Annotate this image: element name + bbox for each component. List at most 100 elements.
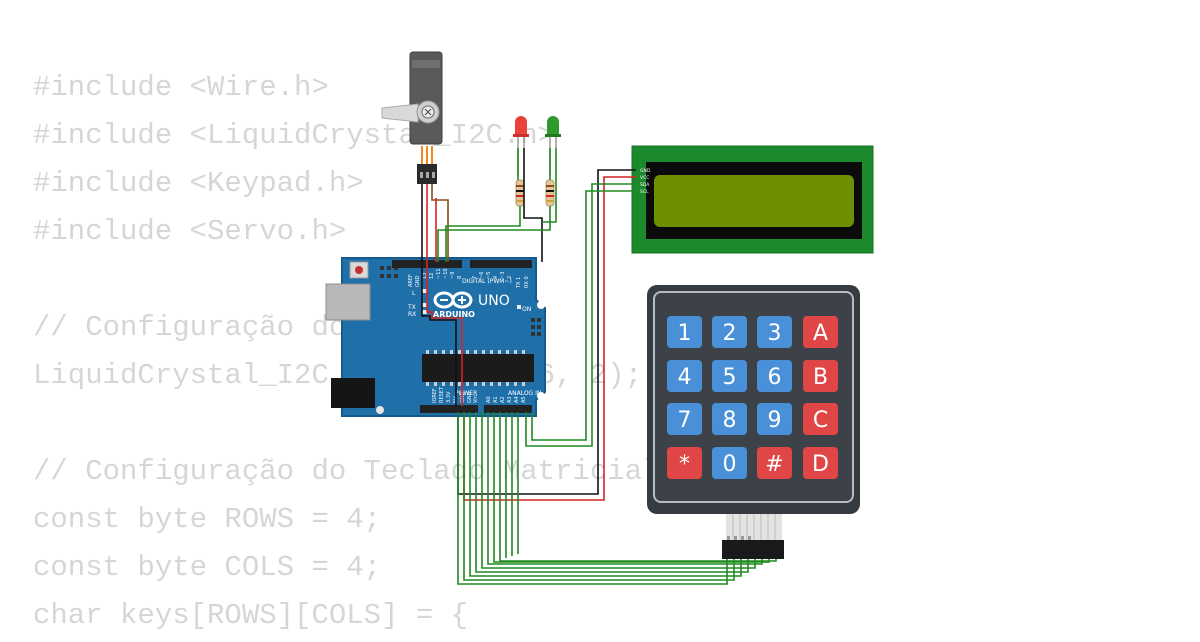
atmega-chip — [422, 354, 534, 382]
code-line: const byte ROWS = 4; — [33, 503, 382, 536]
digital-pin-label: TX 1 — [516, 277, 522, 289]
resistor-red-led — [515, 179, 525, 207]
keypad-key-2[interactable]: 2 — [712, 316, 747, 348]
green-led[interactable] — [545, 116, 561, 176]
servo-horn — [381, 103, 419, 123]
key-label: 2 — [723, 321, 737, 346]
lcd-pin-label-sda: SDA — [640, 182, 650, 188]
key-label: 9 — [768, 408, 782, 433]
3v3-pin-label: 3.3V — [446, 391, 452, 403]
gnd-pin-label: GND — [415, 275, 421, 287]
keypad-key-5[interactable]: 5 — [712, 360, 747, 392]
key-label: D — [812, 452, 829, 477]
arduino-uno-board[interactable]: UNO ARDUINO DIGITAL (PWM~) ANALOG IN POW… — [325, 257, 546, 417]
resistor-green-led — [545, 179, 555, 207]
reset-pin-label: RESET — [439, 386, 445, 403]
lcd-pin-label-vcc: VCC — [640, 175, 649, 181]
code-line: #include <Wire.h> — [33, 71, 329, 104]
aref-pin-label: AREF — [408, 274, 414, 287]
gnd-pin-label: GND — [467, 391, 473, 403]
digital-pin-label: ~5 — [486, 272, 492, 279]
keypad-key-4[interactable]: 4 — [667, 360, 702, 392]
lcd-pin-label-scl: SCL — [640, 189, 649, 195]
code-line: #include <Keypad.h> — [33, 167, 364, 200]
key-label: 1 — [678, 321, 692, 346]
servo-motor[interactable] — [381, 51, 443, 184]
keypad-key-b[interactable]: B — [803, 360, 838, 392]
keypad-key-c[interactable]: C — [803, 403, 838, 435]
key-label: 4 — [678, 365, 692, 390]
ioref-pin-label: IOREF — [432, 388, 438, 403]
digital-pin-label: ~11 — [436, 268, 442, 279]
analog-pin-label: A0 — [486, 396, 492, 403]
key-label: 7 — [678, 408, 692, 433]
wires — [421, 146, 777, 585]
keypad-key-0[interactable]: 0 — [712, 447, 747, 479]
analog-pin-label: A4 — [514, 396, 520, 403]
digital-pin-label: ~3 — [500, 272, 506, 279]
lcd-screen — [654, 175, 854, 227]
analog-pin-label: A1 — [493, 396, 499, 403]
keypad-key-9[interactable]: 9 — [757, 403, 792, 435]
code-line: // Configuração do LCD — [33, 311, 416, 344]
code-line: char keys[ROWS][COLS] = { — [33, 599, 469, 632]
power-jack — [331, 378, 375, 408]
key-label: A — [813, 321, 828, 346]
board-model-label: UNO — [478, 293, 510, 309]
tx-led-label: TX — [407, 304, 416, 311]
on-led-label: ON — [522, 306, 531, 313]
lcd-16x2-i2c[interactable]: GND VCC SDA SCL — [631, 145, 874, 254]
digital-pin-label: RX 0 — [524, 276, 530, 288]
arduino-logo-icon — [433, 291, 473, 309]
wire-servo-signal — [431, 184, 449, 262]
usb-port — [325, 283, 371, 321]
keypad-key-7[interactable]: 7 — [667, 403, 702, 435]
digital-pin-label: 13 — [422, 273, 428, 279]
key-label: 3 — [768, 321, 782, 346]
wire-servo-vcc — [426, 184, 463, 406]
power-header-label: POWER — [455, 390, 477, 397]
keypad-key-1[interactable]: 1 — [667, 316, 702, 348]
keypad-4x4[interactable]: 1 2 3 A 4 5 6 B — [647, 285, 860, 559]
digital-pin-label: ~9 — [450, 272, 456, 279]
code-line: const byte COLS = 4; — [33, 551, 382, 584]
key-label: * — [679, 452, 690, 477]
code-line: // Configuração do Teclado Matricial — [33, 455, 660, 488]
digital-pin-label: 7 — [472, 276, 478, 279]
digital-pin-label: ~10 — [443, 268, 449, 279]
digital-header-label: DIGITAL (PWM~) — [462, 278, 512, 285]
code-line: #include <LiquidCrystal_I2C.h> — [33, 119, 556, 152]
key-label: C — [813, 408, 828, 433]
analog-header-label: ANALOG IN — [508, 390, 541, 397]
vin-pin-label: Vin — [473, 395, 479, 403]
keypad-ribbon-cable — [726, 514, 782, 540]
key-label: # — [765, 452, 783, 477]
keypad-key-hash[interactable]: # — [757, 447, 792, 479]
code-line: #include <Servo.h> — [33, 215, 347, 248]
digital-pin-label: 12 — [429, 273, 435, 279]
keypad-key-a[interactable]: A — [803, 316, 838, 348]
key-label: 6 — [768, 365, 782, 390]
wire-servo-gnd — [421, 184, 457, 406]
digital-header-right — [470, 260, 532, 268]
digital-pin-label: ~6 — [479, 272, 485, 279]
keypad-key-3[interactable]: 3 — [757, 316, 792, 348]
key-label: 5 — [723, 365, 737, 390]
keypad-key-d[interactable]: D — [803, 447, 838, 479]
keypad-key-8[interactable]: 8 — [712, 403, 747, 435]
analog-pin-label: A5 — [521, 396, 527, 403]
keypad-key-star[interactable]: * — [667, 447, 702, 479]
red-led[interactable] — [513, 116, 529, 176]
keypad-key-6[interactable]: 6 — [757, 360, 792, 392]
digital-pin-label: 2 — [507, 276, 513, 279]
keypad-connector — [722, 540, 784, 559]
analog-pin-label: A2 — [500, 396, 506, 403]
key-label: 0 — [723, 452, 737, 477]
l-led-label: L — [412, 290, 416, 297]
code-snippet: #include <Wire.h> #include <LiquidCrystal… — [33, 66, 660, 642]
gnd-pin-label: GND — [460, 391, 466, 403]
digital-pin-label: 8 — [457, 276, 463, 279]
board-brand-label: ARDUINO — [433, 310, 475, 319]
analog-header — [484, 405, 532, 413]
